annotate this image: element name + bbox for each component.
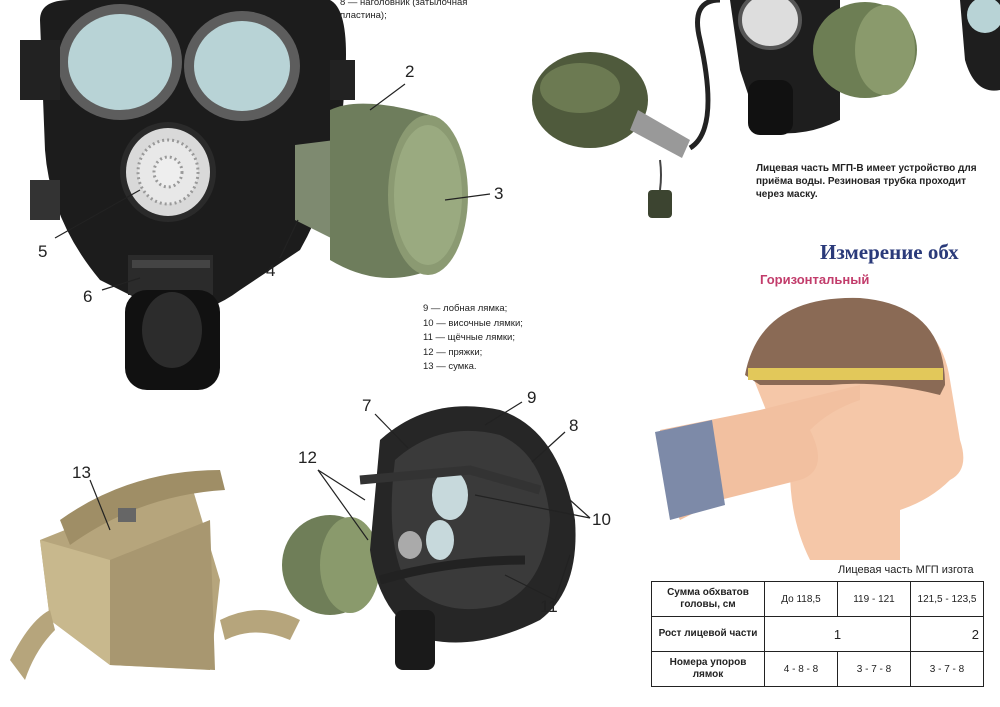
water-device-illustration xyxy=(532,0,1000,218)
section-title: Измерение обх xyxy=(820,240,959,264)
row-header: Рост лицевой части xyxy=(651,616,765,652)
callout-2: 2 xyxy=(405,62,415,81)
leader-lines xyxy=(54,83,591,601)
table-row: Номера упоров лямок 4 - 8 - 8 3 - 7 - 8 … xyxy=(651,651,984,687)
callout-10: 10 xyxy=(592,510,611,529)
table-caption: Лицевая часть МГП изгота xyxy=(838,564,974,576)
legend-item-13: 13 — сумка. xyxy=(423,361,477,372)
callout-11: 11 xyxy=(540,597,558,616)
legend-item-11: 11 — щёчные лямки; xyxy=(423,332,516,343)
callout-9: 9 xyxy=(527,388,537,407)
row-header: Номера упоров лямок xyxy=(651,651,765,687)
legend-list: 9 — лобная лямка; 10 — височные лямки; 1… xyxy=(423,302,523,375)
legend-item-10: 10 — височные лямки; xyxy=(423,317,523,329)
table-cell: 4 - 8 - 8 xyxy=(764,651,838,687)
callout-12: 12 xyxy=(298,448,317,467)
size-table: Сумма обхватов головы, см До 118,5 119 -… xyxy=(651,581,984,687)
callout-4: 4 xyxy=(266,261,276,280)
water-device-caption: Лицевая часть МГП-В имеет устройство для… xyxy=(756,163,977,200)
section-subtitle: Горизонтальный xyxy=(760,272,870,287)
legend-item-12: 12 — пряжки; xyxy=(423,346,483,358)
gas-mask-back-illustration xyxy=(282,406,576,670)
filter-canister-illustration xyxy=(295,103,468,278)
table-cell: 119 - 121 xyxy=(837,581,911,617)
row-header: Сумма обхватов головы, см xyxy=(651,581,765,617)
callout-6: 6 xyxy=(83,287,93,306)
legend-item-8: 8 — наголовник (затылочная пластина); xyxy=(340,0,468,21)
gas-mask-front-illustration xyxy=(20,0,355,390)
table-row: Сумма обхватов головы, см До 118,5 119 -… xyxy=(651,581,984,617)
callout-8: 8 xyxy=(569,416,579,435)
head-measurement-illustration xyxy=(655,297,964,560)
table-cell: 3 - 7 - 8 xyxy=(910,651,984,687)
callout-7: 7 xyxy=(362,396,372,415)
bag-illustration xyxy=(10,470,300,680)
table-row: Рост лицевой части 1 2 xyxy=(651,616,984,652)
table-cell: 2 xyxy=(910,616,984,652)
table-cell: 121,5 - 123,5 xyxy=(910,581,984,617)
callout-5: 5 xyxy=(38,242,48,261)
callout-3: 3 xyxy=(494,184,504,203)
table-cell: 1 xyxy=(764,616,911,652)
legend-item-9: 9 — лобная лямка; xyxy=(423,303,508,314)
table-cell: 3 - 7 - 8 xyxy=(837,651,911,687)
callout-13: 13 xyxy=(72,463,91,482)
table-cell: До 118,5 xyxy=(764,581,838,617)
